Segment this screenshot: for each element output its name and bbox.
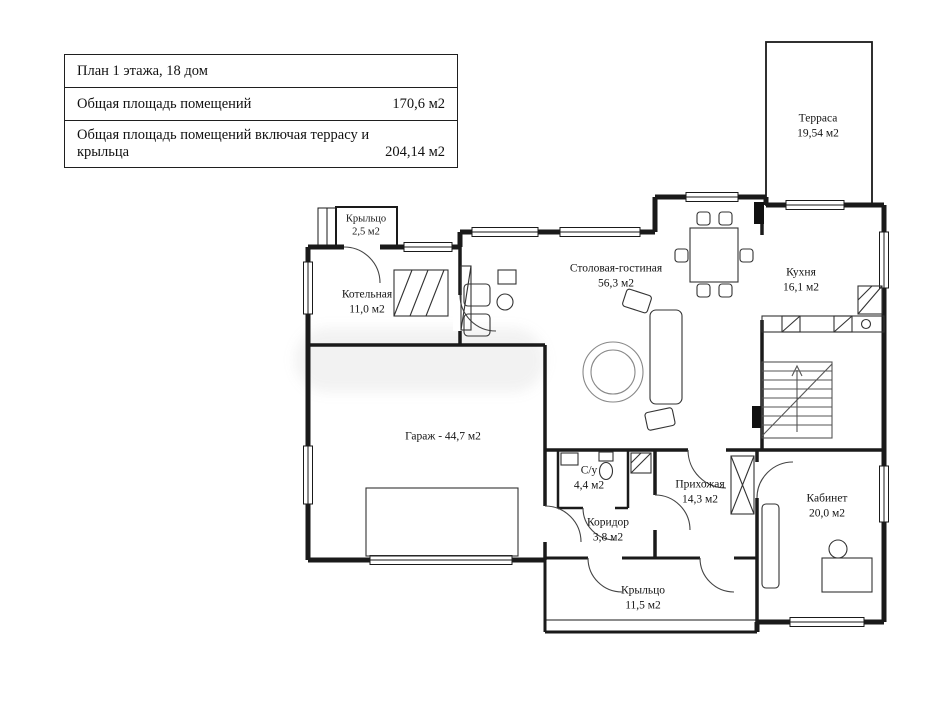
bathroom-fixtures xyxy=(560,451,652,481)
chimney-block xyxy=(752,406,762,428)
windows xyxy=(303,192,889,627)
room-label-porch-bottom: Крыльцо 11,5 м2 xyxy=(620,584,666,611)
info-row-title: План 1 этажа, 18 дом xyxy=(65,55,457,87)
round-rug xyxy=(582,341,644,403)
radiator xyxy=(460,265,472,331)
room-label-hallway: Прихожая 14,3 м2 xyxy=(675,478,725,505)
study-furniture xyxy=(761,503,873,593)
info-row-area-with-terrace: Общая площадь помещений включая террасу … xyxy=(65,120,457,167)
room-label-kitchen: Кухня 16,1 м2 xyxy=(782,266,820,293)
sofa xyxy=(622,288,683,431)
wardrobe xyxy=(730,455,755,515)
room-label-garage: Гараж - 44,7 м2 xyxy=(405,430,481,443)
area-with-terrace-label: Общая площадь помещений включая террасу … xyxy=(77,127,370,160)
room-label-corridor: Коридор 3,8 м2 xyxy=(586,516,630,543)
area-with-terrace-value: 204,14 м2 xyxy=(385,144,445,160)
wall-post xyxy=(754,202,764,224)
kitchen-counter xyxy=(761,285,885,333)
furniture xyxy=(365,211,885,593)
armchairs xyxy=(463,269,517,337)
total-area-label: Общая площадь помещений xyxy=(77,95,252,112)
total-area-value: 170,6 м2 xyxy=(392,95,445,112)
plan-title: План 1 этажа, 18 дом xyxy=(77,62,208,79)
boiler-unit xyxy=(393,269,449,317)
dining-table xyxy=(674,211,754,298)
room-label-boiler: Котельная 11,0 м2 xyxy=(341,288,393,315)
watermark xyxy=(295,328,545,392)
info-table: План 1 этажа, 18 дом Общая площадь помещ… xyxy=(64,54,458,168)
room-label-porch-top: Крыльцо 2,5 м2 xyxy=(345,213,387,238)
stairs xyxy=(761,361,833,439)
room-label-study: Кабинет 20,0 м2 xyxy=(806,492,848,519)
door-openings xyxy=(344,240,763,564)
room-label-living-dining: Столовая-гостиная 56,3 м2 xyxy=(569,262,663,289)
room-label-terrace: Терраса 19,54 м2 xyxy=(797,112,839,139)
garage-pad xyxy=(365,487,519,557)
room-label-bathroom: С/у 4,4 м2 xyxy=(573,464,605,491)
info-row-total-area: Общая площадь помещений 170,6 м2 xyxy=(65,87,457,120)
door-arcs xyxy=(343,246,794,593)
